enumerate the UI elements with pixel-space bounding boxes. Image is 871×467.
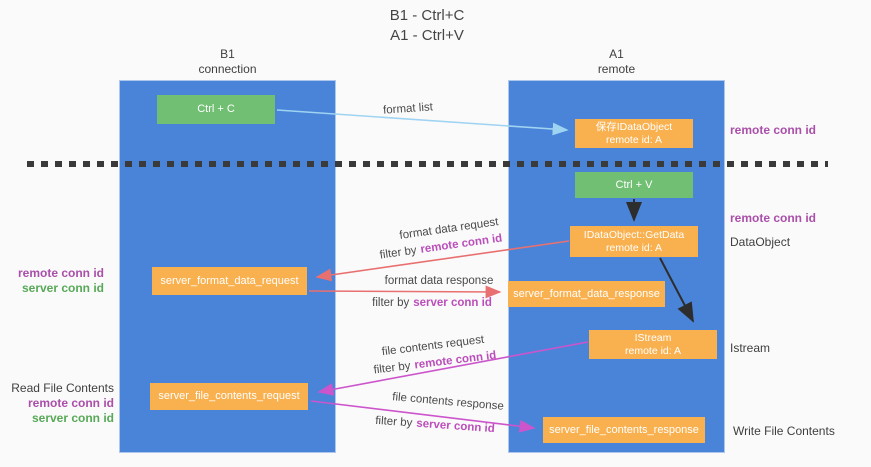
filter-server-conn-id: server conn id <box>415 417 496 436</box>
lane-a1-name: A1 <box>609 47 624 61</box>
label-file-contents-response: file contents response <box>391 391 505 413</box>
node-ctrl-c-label: Ctrl + C <box>197 103 235 115</box>
node-server-file-contents-response-label: server_file_contents_response <box>549 423 699 436</box>
filter-server-conn-id: server conn id <box>413 297 492 309</box>
label-format-list: format list <box>382 101 434 117</box>
node-saved-idataobject: 保存IDataObject remote id: A <box>575 119 693 148</box>
annotation-remote-conn-id-top: remote conn id <box>730 123 817 137</box>
annotation-server-conn-id-left: server conn id <box>21 281 104 295</box>
node-server-file-contents-response: server_file_contents_response <box>543 417 705 443</box>
node-ctrl-v: Ctrl + V <box>575 172 693 198</box>
annotation-server-conn-id-bottom: server conn id <box>31 411 114 425</box>
node-server-format-data-response-label: server_format_data_response <box>513 287 660 300</box>
annotation-left-conn-ids: remote conn id server conn id <box>8 266 104 296</box>
diagram-title-line2: A1 - Ctrl+V <box>390 27 464 44</box>
diagram-title: B1 - Ctrl+C A1 - Ctrl+V <box>0 6 854 46</box>
annotation-write-file-contents: Write File Contents <box>733 424 835 438</box>
node-server-format-data-request: server_format_data_request <box>152 267 307 295</box>
lane-header-b1: B1 connection <box>119 47 336 77</box>
node-istream-line2: remote id: A <box>624 344 682 357</box>
annotation-remote-conn-id-bottom: remote conn id <box>27 396 114 410</box>
filter-by-prefix: filter by <box>372 297 410 309</box>
diagram-title-line1: B1 - Ctrl+C <box>389 7 465 24</box>
lane-b1-name: B1 <box>220 47 235 61</box>
lane-a1-subtitle: remote <box>597 62 636 76</box>
node-getdata-line2: remote id: A <box>605 241 663 254</box>
node-istream: IStream remote id: A <box>589 330 717 359</box>
annotation-remote-conn-id-mid: remote conn id <box>730 211 817 225</box>
node-server-format-data-request-label: server_format_data_request <box>160 274 299 287</box>
filter-by-prefix: filter by <box>374 414 413 430</box>
node-idataobject-getdata: IDataObject::GetData remote id: A <box>570 226 698 257</box>
lane-b1-subtitle: connection <box>198 62 257 76</box>
annotation-remote-conn-id-left: remote conn id <box>17 266 104 280</box>
annotation-istream: Istream <box>730 341 771 355</box>
node-server-format-data-response: server_format_data_response <box>508 281 665 307</box>
node-ctrl-c: Ctrl + C <box>157 95 275 124</box>
filter-by-prefix: filter by <box>379 244 418 262</box>
node-server-file-contents-request: server_file_contents_request <box>150 383 308 410</box>
annotation-read-file-contents: Read File Contents <box>11 381 114 395</box>
node-getdata-line1: IDataObject::GetData <box>583 228 685 241</box>
node-saved-idataobject-line2: remote id: A <box>605 133 663 146</box>
annotation-read-file-contents-group: Read File Contents remote conn id server… <box>8 381 114 426</box>
annotation-dataobject: DataObject <box>730 235 791 249</box>
node-saved-idataobject-line1: 保存IDataObject <box>595 120 673 133</box>
node-istream-line1: IStream <box>634 331 672 344</box>
lane-header-a1: A1 remote <box>508 47 725 77</box>
label-format-data-response: format data response <box>384 275 494 287</box>
node-server-file-contents-request-label: server_file_contents_request <box>158 390 300 402</box>
dashed-divider-line <box>27 161 828 167</box>
filter-by-prefix: filter by <box>372 360 412 377</box>
node-ctrl-v-label: Ctrl + V <box>615 178 653 191</box>
arrow-format-data-response <box>308 285 502 299</box>
